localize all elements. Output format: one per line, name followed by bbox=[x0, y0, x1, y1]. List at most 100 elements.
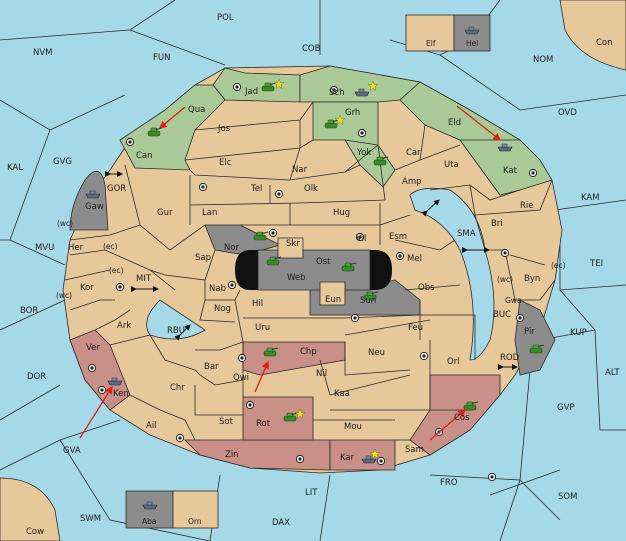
label-gaw: Gaw bbox=[85, 202, 104, 212]
label-cob: COB bbox=[302, 44, 321, 54]
label-grh: Grh bbox=[345, 108, 360, 118]
label-ost: Ost bbox=[316, 257, 331, 267]
label-wc2: (wc) bbox=[497, 275, 513, 284]
label-lit: LIT bbox=[305, 488, 318, 498]
label-skr: Skr bbox=[286, 239, 300, 249]
province-ost-web[interactable] bbox=[257, 249, 371, 291]
legend-aba-label: Aba bbox=[142, 517, 157, 526]
legend-elf-box bbox=[405, 14, 455, 52]
label-nor: Nor bbox=[224, 243, 240, 253]
label-bri: Bri bbox=[491, 219, 503, 229]
label-kal: KAL bbox=[7, 163, 23, 173]
label-som: SOM bbox=[558, 492, 577, 502]
label-jos: Jos bbox=[217, 124, 231, 134]
label-kup: KUP bbox=[570, 328, 587, 338]
label-con: Con bbox=[596, 38, 613, 48]
label-ark: Ark bbox=[117, 321, 131, 331]
label-lan: Lan bbox=[202, 208, 217, 218]
label-car: Car bbox=[406, 148, 421, 158]
province-pir[interactable] bbox=[514, 299, 556, 376]
label-qwi: Qwi bbox=[233, 373, 249, 383]
label-can: Can bbox=[136, 151, 153, 161]
legend-hel-label: Hel bbox=[466, 39, 478, 48]
label-sot: Sot bbox=[219, 417, 234, 427]
label-dax: DAX bbox=[272, 518, 290, 528]
label-orl: Orl bbox=[447, 357, 460, 367]
label-rod: ROD bbox=[500, 353, 520, 363]
label-buc: BUC bbox=[493, 310, 511, 320]
label-mvu: MVU bbox=[35, 243, 54, 253]
label-ec1: (ec) bbox=[103, 242, 118, 251]
label-ec3: (ec) bbox=[551, 261, 566, 270]
label-sun: Sun bbox=[360, 296, 376, 306]
label-uru: Uru bbox=[255, 323, 270, 333]
label-yok: Yok bbox=[356, 148, 371, 158]
label-wc3: (wc) bbox=[56, 291, 72, 300]
label-ken: Ken bbox=[113, 389, 129, 399]
label-dor: DOR bbox=[27, 372, 46, 382]
label-kaa: Kaa bbox=[334, 389, 350, 399]
label-sam: Sam bbox=[405, 445, 424, 455]
label-gur: Gur bbox=[157, 208, 173, 218]
label-bar: Bar bbox=[204, 362, 219, 372]
province-cos[interactable] bbox=[409, 374, 501, 456]
label-wc1: (wc) bbox=[57, 219, 73, 228]
label-alt: ALT bbox=[605, 368, 620, 378]
supply-centers bbox=[87, 82, 538, 482]
adjacency-markers bbox=[105, 171, 518, 370]
label-elc: Elc bbox=[219, 158, 232, 168]
label-gor: GOR bbox=[107, 184, 126, 194]
label-gva: GVA bbox=[63, 446, 81, 456]
legend-elf-label: Elf bbox=[426, 39, 436, 48]
label-pir: Pir bbox=[524, 327, 535, 337]
label-nvm: NVM bbox=[33, 48, 53, 58]
label-nil: Nil bbox=[316, 369, 327, 379]
label-eun: Eun bbox=[325, 295, 341, 305]
label-fro: FRO bbox=[440, 478, 458, 488]
label-pol: POL bbox=[217, 13, 234, 23]
province-can[interactable] bbox=[119, 84, 226, 171]
label-olk: Olk bbox=[304, 184, 318, 194]
label-mit: MIT bbox=[136, 274, 152, 284]
province-cow[interactable] bbox=[0, 477, 61, 541]
label-cos: Cos bbox=[454, 413, 470, 423]
move-orders bbox=[79, 105, 502, 441]
label-ovd: OVD bbox=[558, 108, 577, 118]
label-swm: SWM bbox=[80, 514, 101, 524]
label-sap: Sap bbox=[195, 253, 211, 263]
label-sch: Sch bbox=[329, 88, 344, 98]
label-sma: SMA bbox=[457, 229, 476, 239]
province-skr[interactable] bbox=[277, 237, 304, 259]
label-ec2: (ec) bbox=[109, 266, 124, 275]
label-eld: Eld bbox=[448, 118, 461, 128]
label-gvp: GVP bbox=[557, 403, 575, 413]
province-con[interactable] bbox=[559, 0, 626, 71]
label-jad: Jad bbox=[244, 87, 258, 97]
label-esm: Esm bbox=[389, 232, 407, 242]
province-borders bbox=[64, 101, 556, 441]
province-yok[interactable] bbox=[344, 139, 396, 188]
legend-orn-label: Orn bbox=[188, 517, 202, 526]
label-bor: BOR bbox=[20, 306, 38, 316]
label-ail: Ail bbox=[146, 421, 157, 431]
province-sch[interactable] bbox=[299, 65, 421, 103]
province-gaw[interactable] bbox=[69, 170, 109, 231]
label-fun: FUN bbox=[153, 53, 170, 63]
label-vil: Vil bbox=[356, 234, 366, 244]
province-zin[interactable] bbox=[184, 439, 331, 471]
label-mou: Mou bbox=[344, 422, 362, 432]
label-kor: Kor bbox=[80, 283, 94, 293]
label-ver: Ver bbox=[86, 343, 100, 353]
label-amp: Amp bbox=[402, 177, 422, 187]
label-nog: Nog bbox=[214, 304, 231, 314]
legend-aba-box bbox=[125, 490, 174, 529]
land-labels: Jad Sch Qua Can Jos Grh Eld Yok Car Elc … bbox=[56, 87, 566, 463]
label-kar: Kar bbox=[340, 453, 355, 463]
label-nom: NOM bbox=[533, 55, 553, 65]
label-kam: KAM bbox=[581, 193, 600, 203]
province-rot[interactable] bbox=[242, 396, 314, 441]
province-eun[interactable] bbox=[319, 281, 346, 306]
label-mel: Mel bbox=[407, 254, 422, 264]
